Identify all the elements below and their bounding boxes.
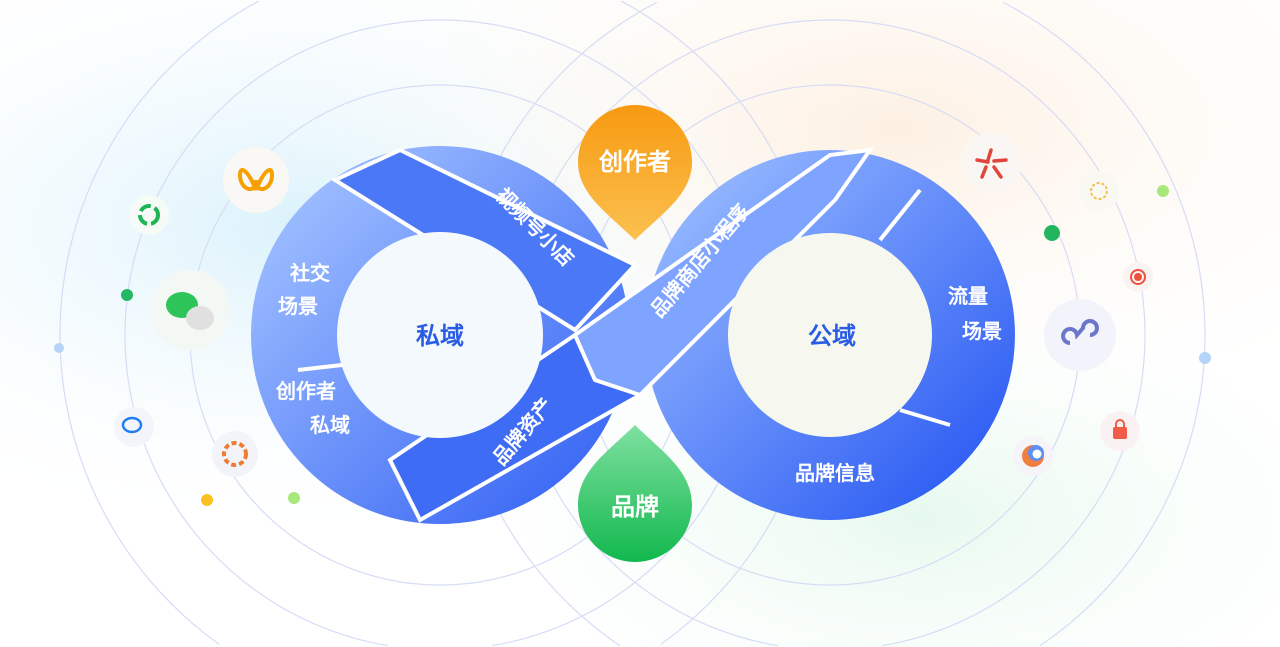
segment-creator: 创作者 [275,379,336,403]
decor-dots [54,185,1211,506]
segment-scene-right: 场景 [962,319,1002,343]
orbit-arc [514,19,1146,647]
flower-icon [1079,171,1119,211]
creator-pin: 创作者 [578,105,692,240]
orbit-arc [59,0,259,645]
brand-pin-label: 品牌 [611,493,659,521]
shopping-bag-icon [1100,411,1140,451]
segment-dividers [297,188,951,427]
target-icon [1123,262,1153,292]
right-center-label: 公域 [808,322,856,350]
segment-brand-info: 品牌信息 [795,461,875,485]
creator-pin-label: 创作者 [598,148,671,176]
chat-bubble-icon [114,407,154,447]
orbit-arc [1002,1,1206,335]
orbit-arc [1039,335,1206,647]
swirl-icon [1013,436,1053,476]
butterfly-icon [223,147,289,213]
segment-scene: 场景 [278,294,318,318]
segment-private: 私域 [310,413,350,437]
aperture-icon [212,431,258,477]
left-center-label: 私域 [416,322,464,350]
segment-social: 社交 [289,261,330,285]
segment-traffic: 流量 [948,284,988,308]
band-brand-mini-program [572,147,875,398]
orbit-arc [881,335,1146,647]
mini-program-icon [1044,299,1116,371]
wechat-icon [150,270,230,350]
right-core [728,233,932,437]
infinity-loop [251,146,1015,524]
star-burst-icon [961,133,1021,193]
brand-pin: 品牌 [578,425,692,562]
left-core [337,232,543,438]
recycle-icon [129,195,169,235]
